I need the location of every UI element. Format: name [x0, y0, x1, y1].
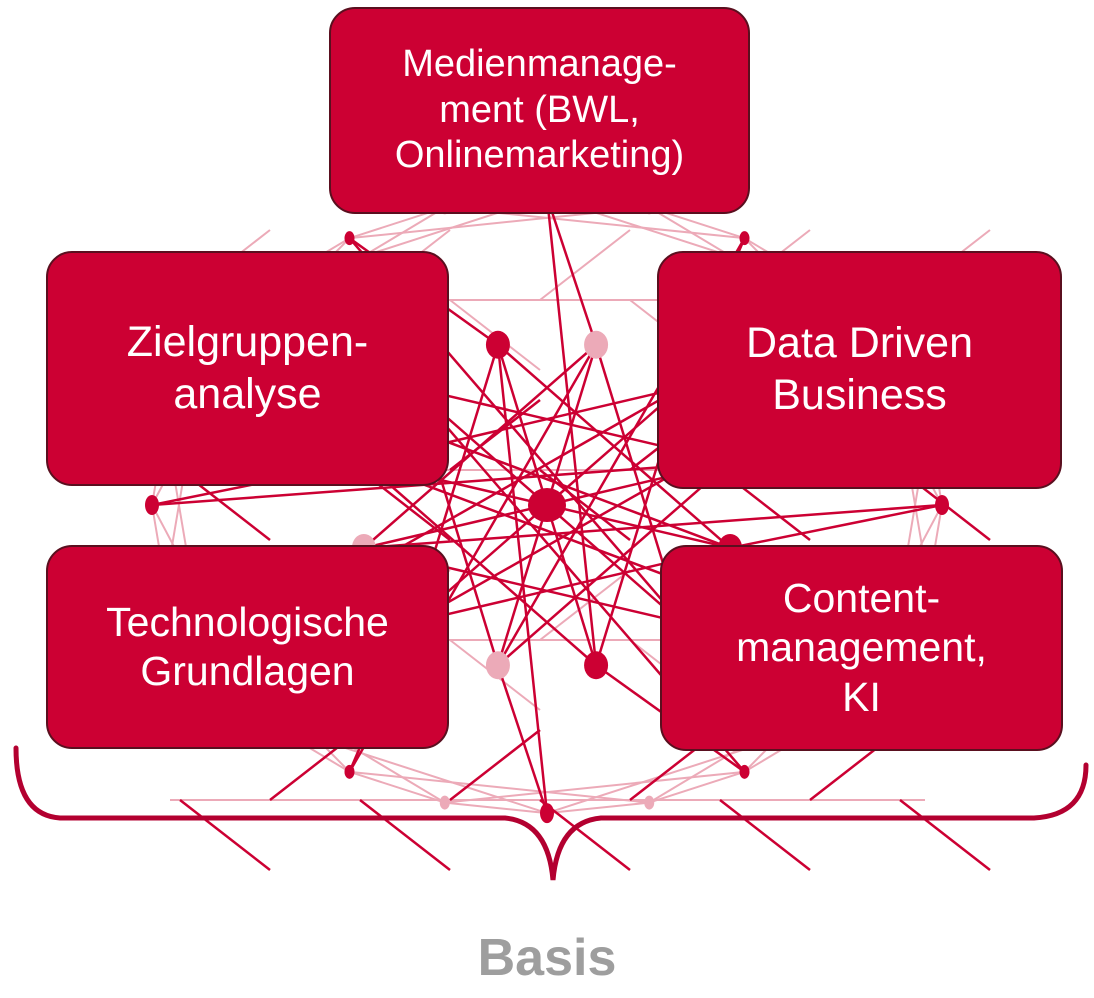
box-data-driven-business: Data Driven Business — [657, 251, 1062, 489]
box-contentmanagement-ki: Content- management, KI — [660, 545, 1063, 751]
box-medienmanagement: Medienmanage- ment (BWL, Onlinemarketing… — [329, 7, 750, 214]
box-zielgruppenanalyse: Zielgruppen- analyse — [46, 251, 449, 486]
basis-label: Basis — [477, 929, 617, 987]
box-technologische-grundlagen: Technologische Grundlagen — [46, 545, 449, 749]
